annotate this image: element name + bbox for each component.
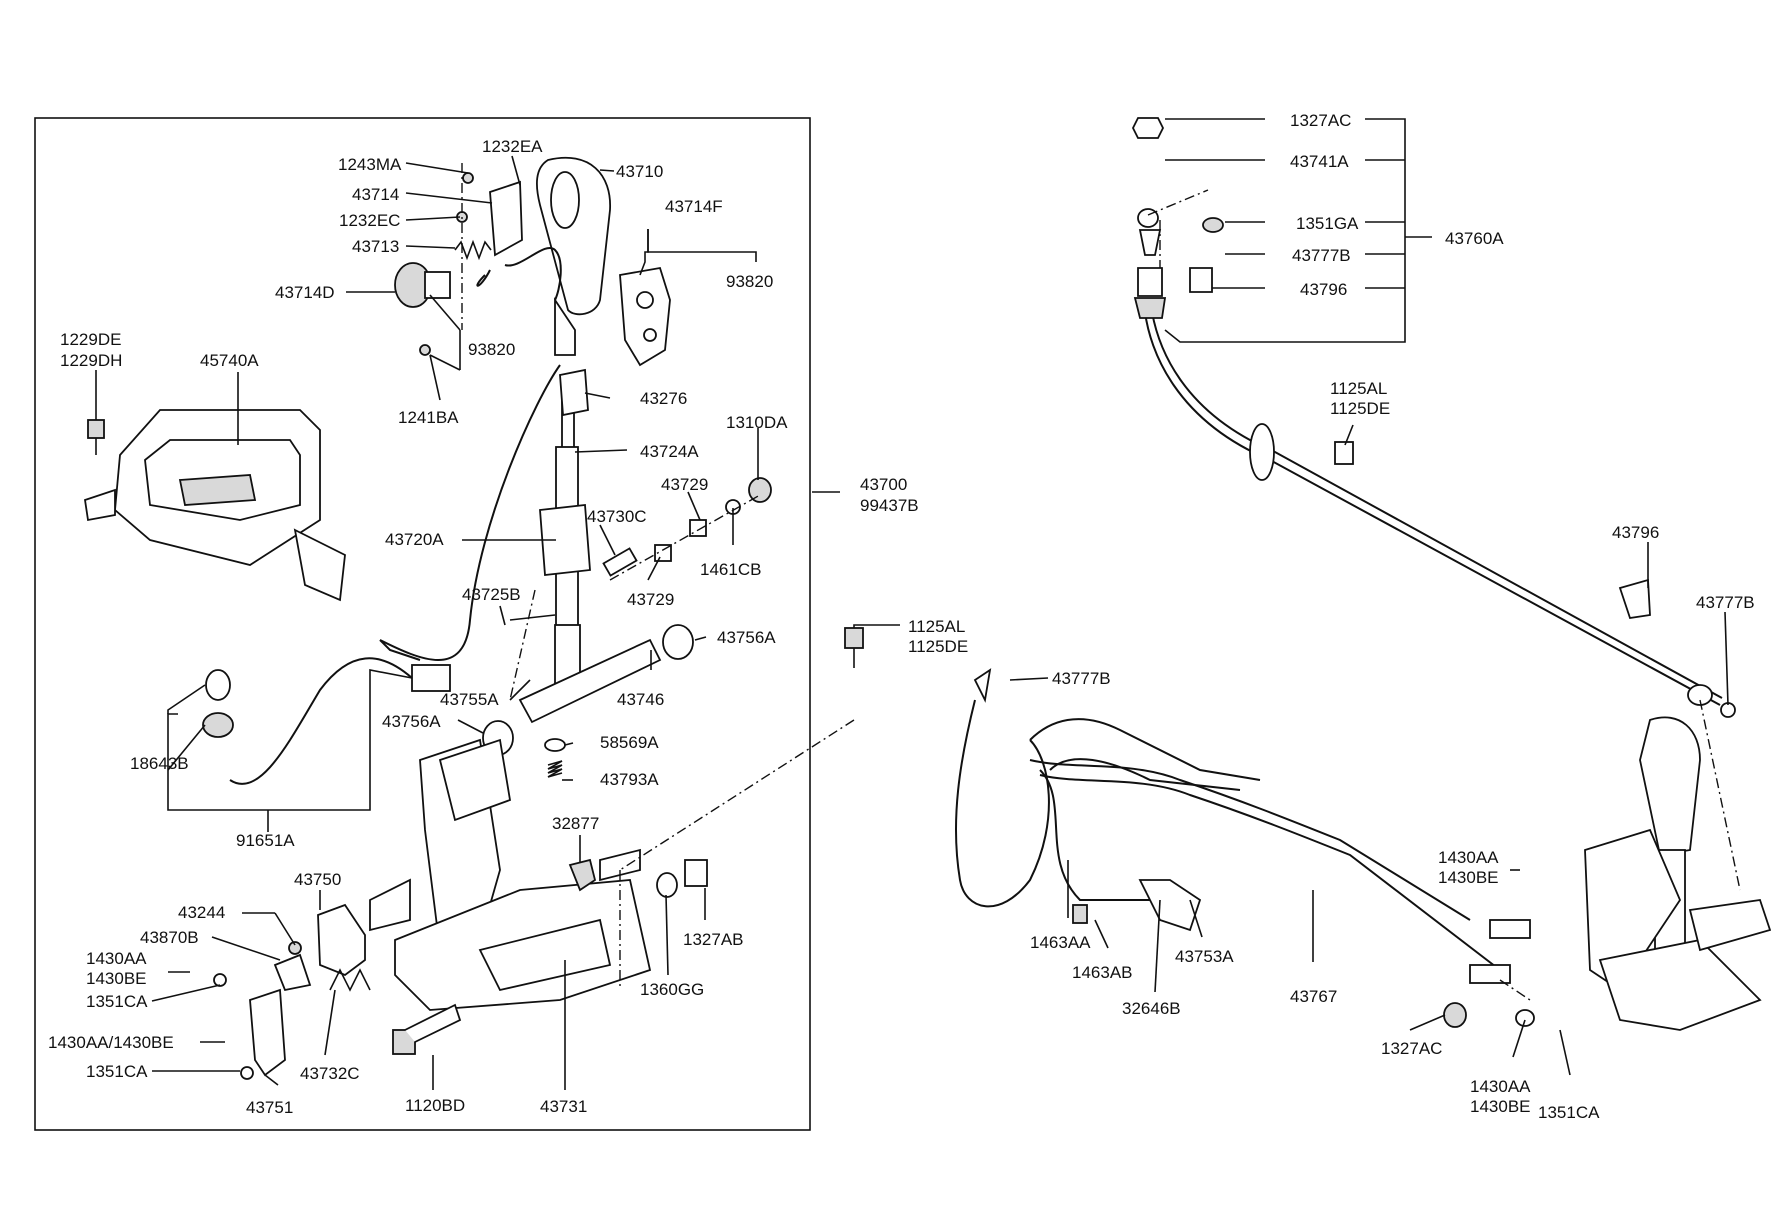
- label-1229DE: 1229DE: [60, 330, 121, 349]
- label-43714: 43714: [352, 185, 399, 204]
- label-43750: 43750: [294, 870, 341, 889]
- label-43714F: 43714F: [665, 197, 723, 216]
- shift-base-bracket: [369, 738, 652, 1011]
- label-43753A: 43753A: [1175, 947, 1234, 966]
- label-43732C: 43732C: [300, 1064, 360, 1083]
- label-43796-right: 43796: [1612, 523, 1659, 542]
- select-cable: [954, 699, 1050, 908]
- label-43756A-left: 43756A: [382, 712, 441, 731]
- label-1360GG: 1360GG: [640, 980, 704, 999]
- label-1430AA-1430BE: 1430AA/1430BE: [48, 1033, 174, 1052]
- shift-console: [83, 409, 346, 602]
- label-43730C: 43730C: [587, 507, 647, 526]
- label-1351CA-bottom: 1351CA: [86, 1062, 148, 1081]
- label-43746: 43746: [617, 690, 664, 709]
- label-1351GA: 1351GA: [1296, 214, 1359, 233]
- knob-cover: [619, 266, 671, 367]
- connector: [411, 664, 451, 692]
- label-1327AC-top: 1327AC: [1290, 111, 1351, 130]
- knob-bracket: [489, 180, 523, 257]
- label-43793A: 43793A: [600, 770, 659, 789]
- label-43756A-right: 43756A: [717, 628, 776, 647]
- label-1463AA: 1463AA: [1030, 933, 1091, 952]
- label-93820-left: 93820: [468, 340, 515, 359]
- label-43713: 43713: [352, 237, 399, 256]
- label-1310DA: 1310DA: [726, 413, 788, 432]
- label-43767: 43767: [1290, 987, 1337, 1006]
- shift-lever: [539, 389, 591, 686]
- label-1461CB: 1461CB: [700, 560, 761, 579]
- label-1430BE-bottom: 1430BE: [1470, 1097, 1531, 1116]
- label-32877: 32877: [552, 814, 599, 833]
- label-1243MA: 1243MA: [338, 155, 402, 174]
- left-assembly-frame: [34, 117, 811, 1131]
- label-43710: 43710: [616, 162, 663, 181]
- label-1125DE-right: 1125DE: [1330, 399, 1390, 418]
- shifter-assembly-right: [1584, 716, 1771, 1031]
- label-1430BE-left: 1430BE: [86, 969, 147, 988]
- label-43760A: 43760A: [1445, 229, 1504, 248]
- label-43755A: 43755A: [440, 690, 499, 709]
- label-1125AL-center: 1125AL: [908, 617, 965, 636]
- label-1430AA-right: 1430AA: [1438, 848, 1499, 867]
- label-1125AL-right: 1125AL: [1330, 379, 1387, 398]
- label-32646B: 32646B: [1122, 999, 1181, 1018]
- label-18643B: 18643B: [130, 754, 189, 773]
- label-1120BD: 1120BD: [405, 1096, 465, 1115]
- label-1241BA: 1241BA: [398, 408, 459, 427]
- label-1327AB: 1327AB: [683, 930, 744, 949]
- label-43741A: 43741A: [1290, 152, 1349, 171]
- label-1351CA-top: 1351CA: [86, 992, 148, 1011]
- label-43870B: 43870B: [140, 928, 199, 947]
- label-91651A: 91651A: [236, 831, 295, 850]
- label-1351CA-right: 1351CA: [1538, 1103, 1600, 1122]
- label-43731: 43731: [540, 1097, 587, 1116]
- label-43729-bottom: 43729: [627, 590, 674, 609]
- label-43244: 43244: [178, 903, 225, 922]
- label-43700: 43700: [860, 475, 907, 494]
- shift-knob: [536, 156, 611, 356]
- label-99437B: 99437B: [860, 496, 919, 515]
- label-43796-top: 43796: [1300, 280, 1347, 299]
- label-1430BE-right: 1430BE: [1438, 868, 1499, 887]
- label-43777B-top: 43777B: [1292, 246, 1351, 265]
- label-1430AA-bottom: 1430AA: [1470, 1077, 1531, 1096]
- label-45740A: 45740A: [200, 351, 259, 370]
- dash-dot-lines: [461, 163, 1741, 1001]
- label-43276: 43276: [640, 389, 687, 408]
- label-93820-right: 93820: [726, 272, 773, 291]
- label-1125DE-center: 1125DE: [908, 637, 968, 656]
- label-43724A: 43724A: [640, 442, 699, 461]
- label-43725B: 43725B: [462, 585, 521, 604]
- label-1327AC-bottom: 1327AC: [1381, 1039, 1442, 1058]
- label-43714D: 43714D: [275, 283, 335, 302]
- shift-cable-assembly: [1133, 208, 1736, 718]
- label-1463AB: 1463AB: [1072, 963, 1133, 982]
- label-43777B-right: 43777B: [1696, 593, 1755, 612]
- label-1232EC: 1232EC: [339, 211, 400, 230]
- label-43720A: 43720A: [385, 530, 444, 549]
- spring: [454, 239, 492, 261]
- label-43751: 43751: [246, 1098, 293, 1117]
- part-labels: 1243MA 1232EA 43710 43714 1232EC 43714F …: [48, 111, 1755, 1122]
- label-1430AA-left: 1430AA: [86, 949, 147, 968]
- label-1232EA: 1232EA: [482, 137, 543, 156]
- label-1229DH: 1229DH: [60, 351, 122, 370]
- label-43729-top: 43729: [661, 475, 708, 494]
- label-43777B-middle: 43777B: [1052, 669, 1111, 688]
- label-58569A: 58569A: [600, 733, 659, 752]
- leader-lines: [95, 118, 1729, 1090]
